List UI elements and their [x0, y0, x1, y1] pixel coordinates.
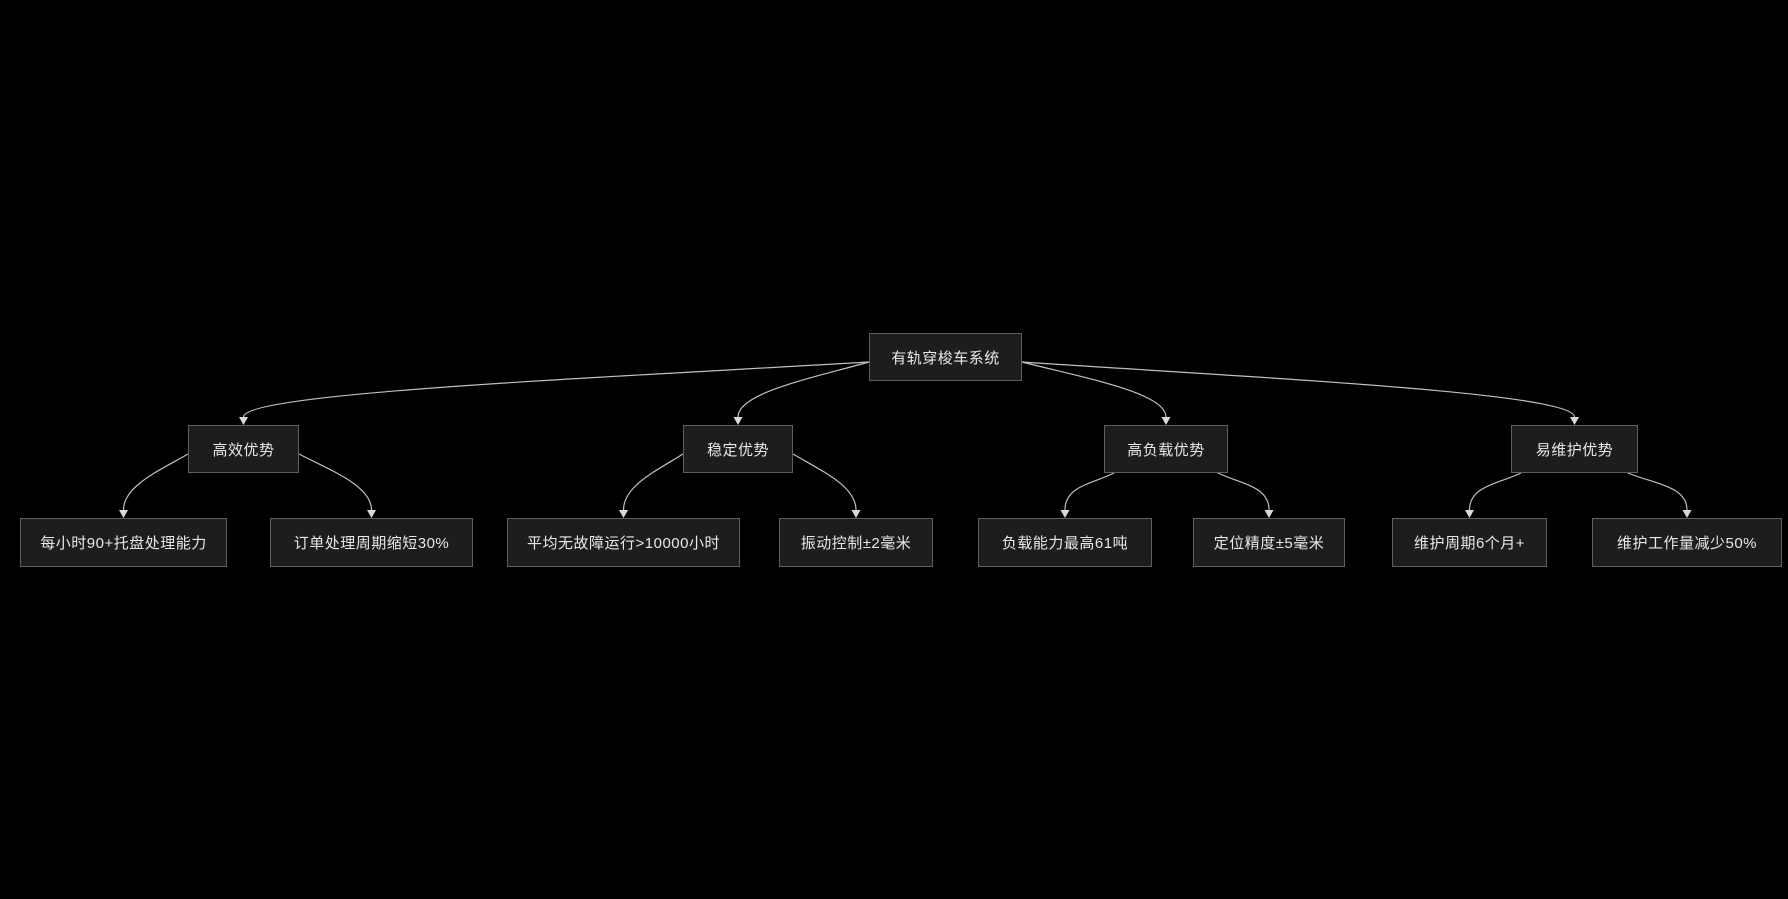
edge-efficiency-to-pallet-throughput	[122, 453, 189, 511]
node-easy-maintenance-advantage: 易维护优势	[1511, 425, 1638, 473]
arrowhead-icon	[1465, 510, 1474, 518]
node-root: 有轨穿梭车系统	[869, 333, 1022, 381]
node-efficiency-advantage: 高效优势	[188, 425, 299, 473]
edge-high-load-to-positioning-accuracy	[1217, 472, 1270, 511]
node-high-load-advantage: 高负载优势	[1104, 425, 1228, 473]
node-pallet-throughput: 每小时90+托盘处理能力	[20, 518, 227, 567]
node-positioning-accuracy: 定位精度±5毫米	[1193, 518, 1345, 567]
node-mtbf: 平均无故障运行>10000小时	[507, 518, 740, 567]
edge-stability-to-vibration-control	[792, 453, 857, 511]
edge-high-load-to-max-load	[1064, 472, 1115, 511]
node-maintenance-workload: 维护工作量减少50%	[1592, 518, 1782, 567]
arrowhead-icon	[619, 510, 628, 518]
arrowhead-icon	[1264, 510, 1274, 518]
edge-efficiency-to-order-cycle	[298, 453, 373, 511]
node-order-cycle-reduction: 订单处理周期缩短30%	[270, 518, 473, 567]
arrowhead-icon	[239, 417, 248, 425]
edge-root-to-efficiency	[242, 361, 870, 418]
arrowhead-icon	[851, 510, 861, 518]
edge-root-to-stability	[737, 361, 870, 418]
edge-root-to-high-load	[1021, 361, 1167, 418]
edge-root-to-easy-maintenance	[1021, 361, 1576, 418]
edge-easy-maintenance-to-maintenance-workload	[1627, 472, 1688, 511]
arrowhead-icon	[733, 417, 743, 425]
node-max-load: 负载能力最高61吨	[978, 518, 1152, 567]
arrowhead-icon	[1161, 417, 1171, 425]
node-vibration-control: 振动控制±2毫米	[779, 518, 933, 567]
edge-easy-maintenance-to-maintenance-interval	[1468, 472, 1522, 511]
arrowhead-icon	[1682, 510, 1692, 518]
arrowhead-icon	[1060, 510, 1070, 518]
node-stability-advantage: 稳定优势	[683, 425, 793, 473]
arrowhead-icon	[367, 510, 376, 518]
node-maintenance-interval: 维护周期6个月+	[1392, 518, 1547, 567]
arrowhead-icon	[119, 510, 128, 518]
edge-stability-to-mtbf	[622, 453, 684, 511]
arrowhead-icon	[1570, 417, 1579, 425]
